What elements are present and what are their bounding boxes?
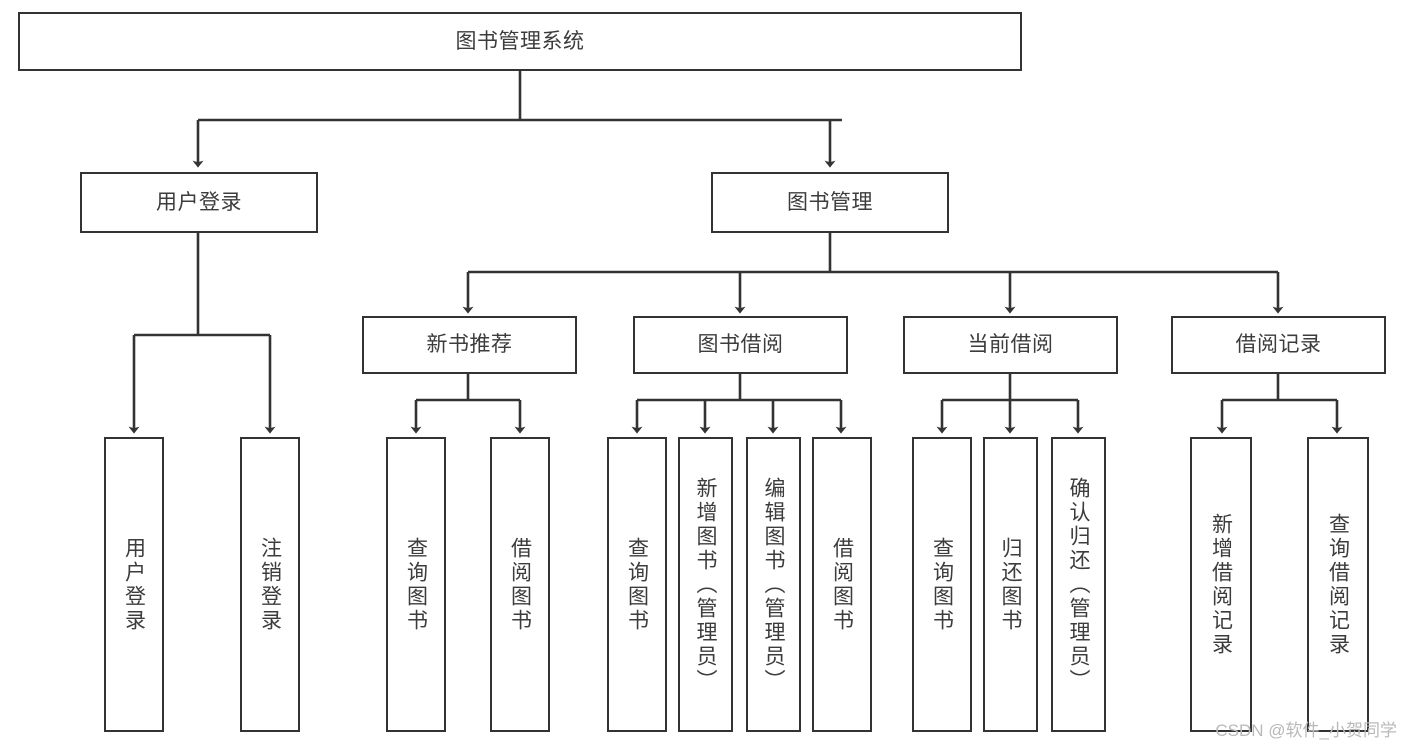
node-leaf-borrow-book-recommendation[interactable]: 借阅图书 bbox=[490, 437, 550, 732]
node-label: 借阅图书 bbox=[830, 536, 854, 633]
node-leaf-user-login[interactable]: 用户登录 bbox=[104, 437, 164, 732]
node-label: 新增图书（管理员） bbox=[694, 476, 717, 693]
node-leaf-query-book-recommendation[interactable]: 查询图书 bbox=[386, 437, 446, 732]
node-leaf-add-book-admin[interactable]: 新增图书（管理员） bbox=[678, 437, 733, 732]
node-leaf-query-book-current[interactable]: 查询图书 bbox=[912, 437, 972, 732]
node-book-management[interactable]: 图书管理 bbox=[711, 172, 949, 233]
node-leaf-add-borrowing-record[interactable]: 新增借阅记录 bbox=[1190, 437, 1252, 732]
node-label: 新书推荐 bbox=[426, 333, 513, 357]
node-label: 当前借阅 bbox=[967, 333, 1054, 357]
node-label: 编辑图书（管理员） bbox=[762, 476, 785, 693]
node-label: 用户登录 bbox=[156, 190, 242, 214]
node-label: 图书借阅 bbox=[697, 333, 784, 357]
node-user-login[interactable]: 用户登录 bbox=[80, 172, 318, 233]
edge-book-borrow-to-leaves bbox=[631, 374, 847, 434]
node-leaf-return-book[interactable]: 归还图书 bbox=[983, 437, 1038, 732]
node-book-borrowing[interactable]: 图书借阅 bbox=[633, 316, 848, 374]
node-leaf-edit-book-admin[interactable]: 编辑图书（管理员） bbox=[746, 437, 801, 732]
node-label: 借阅图书 bbox=[508, 536, 532, 633]
node-label: 确认归还（管理员） bbox=[1067, 476, 1090, 693]
node-leaf-query-borrowing-record[interactable]: 查询借阅记录 bbox=[1307, 437, 1369, 732]
edge-current-borrow-to-leaves bbox=[936, 374, 1084, 434]
node-new-book-recommendation[interactable]: 新书推荐 bbox=[362, 316, 577, 374]
node-label: 注销登录 bbox=[258, 536, 282, 633]
node-label: 图书管理系统 bbox=[455, 29, 585, 53]
node-leaf-query-book-borrowing[interactable]: 查询图书 bbox=[607, 437, 667, 732]
node-leaf-borrow-book-borrowing[interactable]: 借阅图书 bbox=[812, 437, 872, 732]
edge-new-book-rec-to-leaves bbox=[410, 374, 526, 434]
node-label: 归还图书 bbox=[999, 536, 1022, 633]
edge-borrow-record-to-leaves bbox=[1216, 374, 1343, 434]
node-root-book-management-system[interactable]: 图书管理系统 bbox=[18, 12, 1022, 71]
node-label: 用户登录 bbox=[122, 536, 146, 633]
node-label: 查询图书 bbox=[625, 536, 649, 633]
edge-book-manage-to-level3 bbox=[462, 233, 1284, 314]
edge-user-login-to-leaves bbox=[128, 233, 276, 434]
node-label: 查询图书 bbox=[404, 536, 428, 633]
node-label: 图书管理 bbox=[787, 190, 873, 214]
node-label: 查询图书 bbox=[930, 536, 954, 633]
node-label: 新增借阅记录 bbox=[1209, 512, 1233, 657]
node-borrowing-record[interactable]: 借阅记录 bbox=[1171, 316, 1386, 374]
node-leaf-logout-login[interactable]: 注销登录 bbox=[240, 437, 300, 732]
csdn-watermark: CSDN @软件_小贺同学 bbox=[1215, 721, 1397, 740]
edge-root-to-level2 bbox=[192, 71, 842, 168]
node-current-borrowing[interactable]: 当前借阅 bbox=[903, 316, 1118, 374]
node-leaf-confirm-return-admin[interactable]: 确认归还（管理员） bbox=[1051, 437, 1106, 732]
node-label: 查询借阅记录 bbox=[1326, 512, 1350, 657]
node-label: 借阅记录 bbox=[1235, 333, 1322, 357]
